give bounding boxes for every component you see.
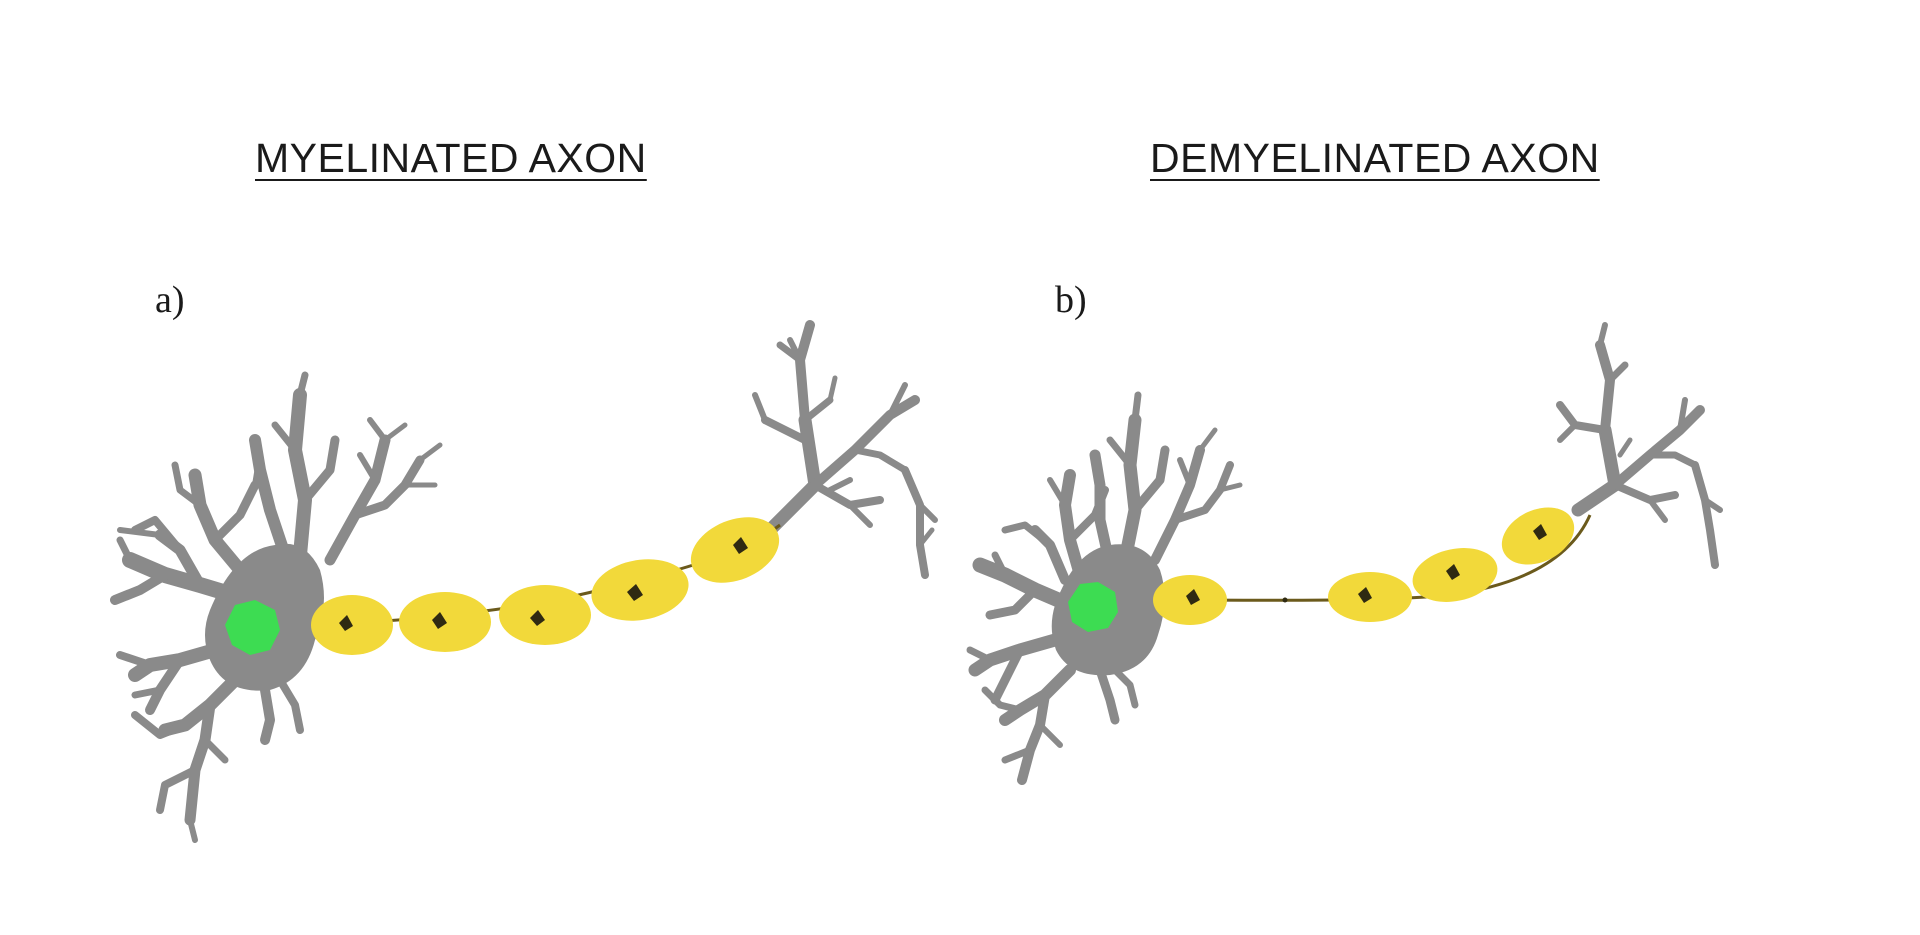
panel-title: DEMYELINATED AXON bbox=[1150, 135, 1600, 181]
axon-terminal bbox=[752, 320, 938, 579]
myelin-sheath bbox=[499, 585, 591, 645]
myelin-sheath bbox=[591, 559, 689, 621]
myelin-sheath bbox=[1412, 548, 1498, 602]
axon-terminal bbox=[1556, 322, 1723, 569]
myelin-sheath bbox=[1153, 575, 1227, 625]
myelin-sheaths bbox=[311, 517, 780, 655]
panel-title: MYELINATED AXON bbox=[255, 135, 647, 181]
nucleus bbox=[1068, 582, 1118, 632]
myelin-sheath bbox=[311, 595, 393, 655]
myelin-sheath bbox=[690, 517, 780, 583]
dendrites bbox=[110, 371, 443, 843]
panel-myelinated: MYELINATED AXON a) bbox=[110, 135, 938, 843]
panel-letter: a) bbox=[155, 279, 185, 321]
myelin-sheaths bbox=[1153, 507, 1575, 625]
cell-body bbox=[205, 543, 324, 691]
myelin-sheath bbox=[399, 592, 491, 652]
cell-body bbox=[1051, 544, 1165, 676]
myelin-sheath bbox=[1501, 507, 1575, 565]
panel-demyelinated: DEMYELINATED AXON b) bbox=[960, 0, 1920, 935]
myelin-sheath bbox=[1328, 572, 1412, 622]
dendrites bbox=[966, 391, 1243, 785]
panel-letter: b) bbox=[1055, 279, 1087, 321]
demyelinated-neuron-illustration bbox=[966, 322, 1723, 785]
myelinated-neuron-illustration bbox=[110, 320, 938, 843]
nucleus bbox=[225, 600, 280, 655]
